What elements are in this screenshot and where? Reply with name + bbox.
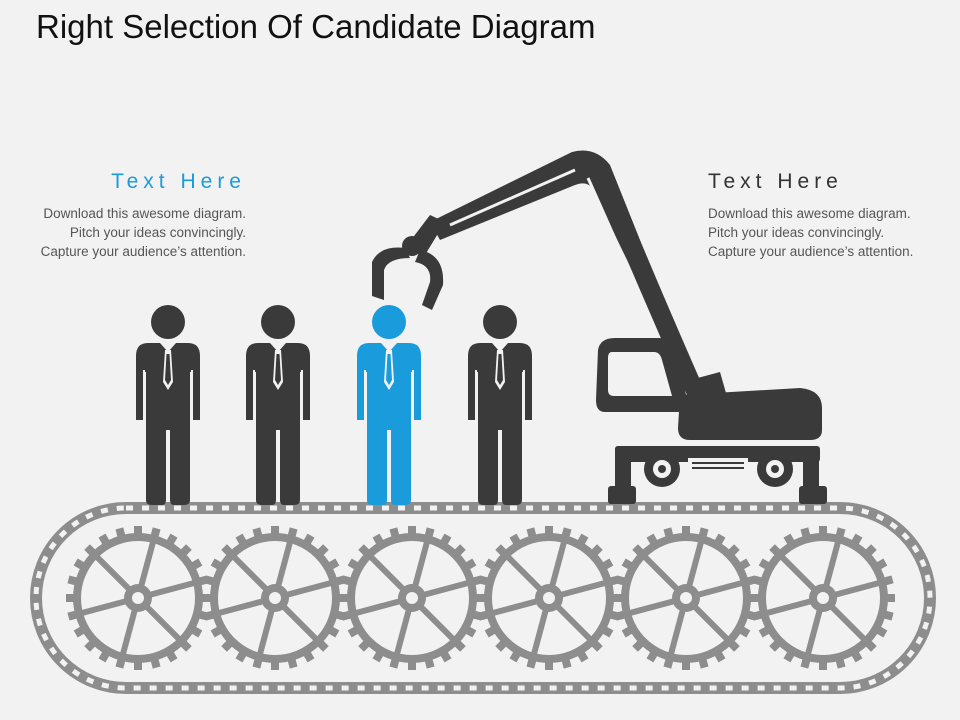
person-icon <box>246 305 310 505</box>
gear-icon <box>66 526 210 670</box>
gear-icon <box>340 526 484 670</box>
left-text-block: Text Here Download this awesome diagram.… <box>36 170 246 261</box>
left-body-text: Download this awesome diagram. Pitch you… <box>40 206 246 259</box>
person-icon <box>468 305 532 505</box>
right-body-text: Download this awesome diagram. Pitch you… <box>708 206 914 259</box>
right-text-block: Text Here Download this awesome diagram.… <box>708 170 918 261</box>
gear-icon <box>477 526 621 670</box>
gear-icon <box>203 526 347 670</box>
left-heading: Text Here <box>111 170 246 193</box>
page-title: Right Selection Of Candidate Diagram <box>36 8 596 45</box>
right-heading: Text Here <box>708 170 843 193</box>
person-icon <box>136 305 200 505</box>
gear-icon <box>614 526 758 670</box>
selected-person-icon <box>357 305 421 505</box>
conveyor-track <box>30 502 936 694</box>
gear-icon <box>751 526 895 670</box>
excavator-icon <box>372 150 827 504</box>
conveyor-chain-inner <box>33 505 933 691</box>
